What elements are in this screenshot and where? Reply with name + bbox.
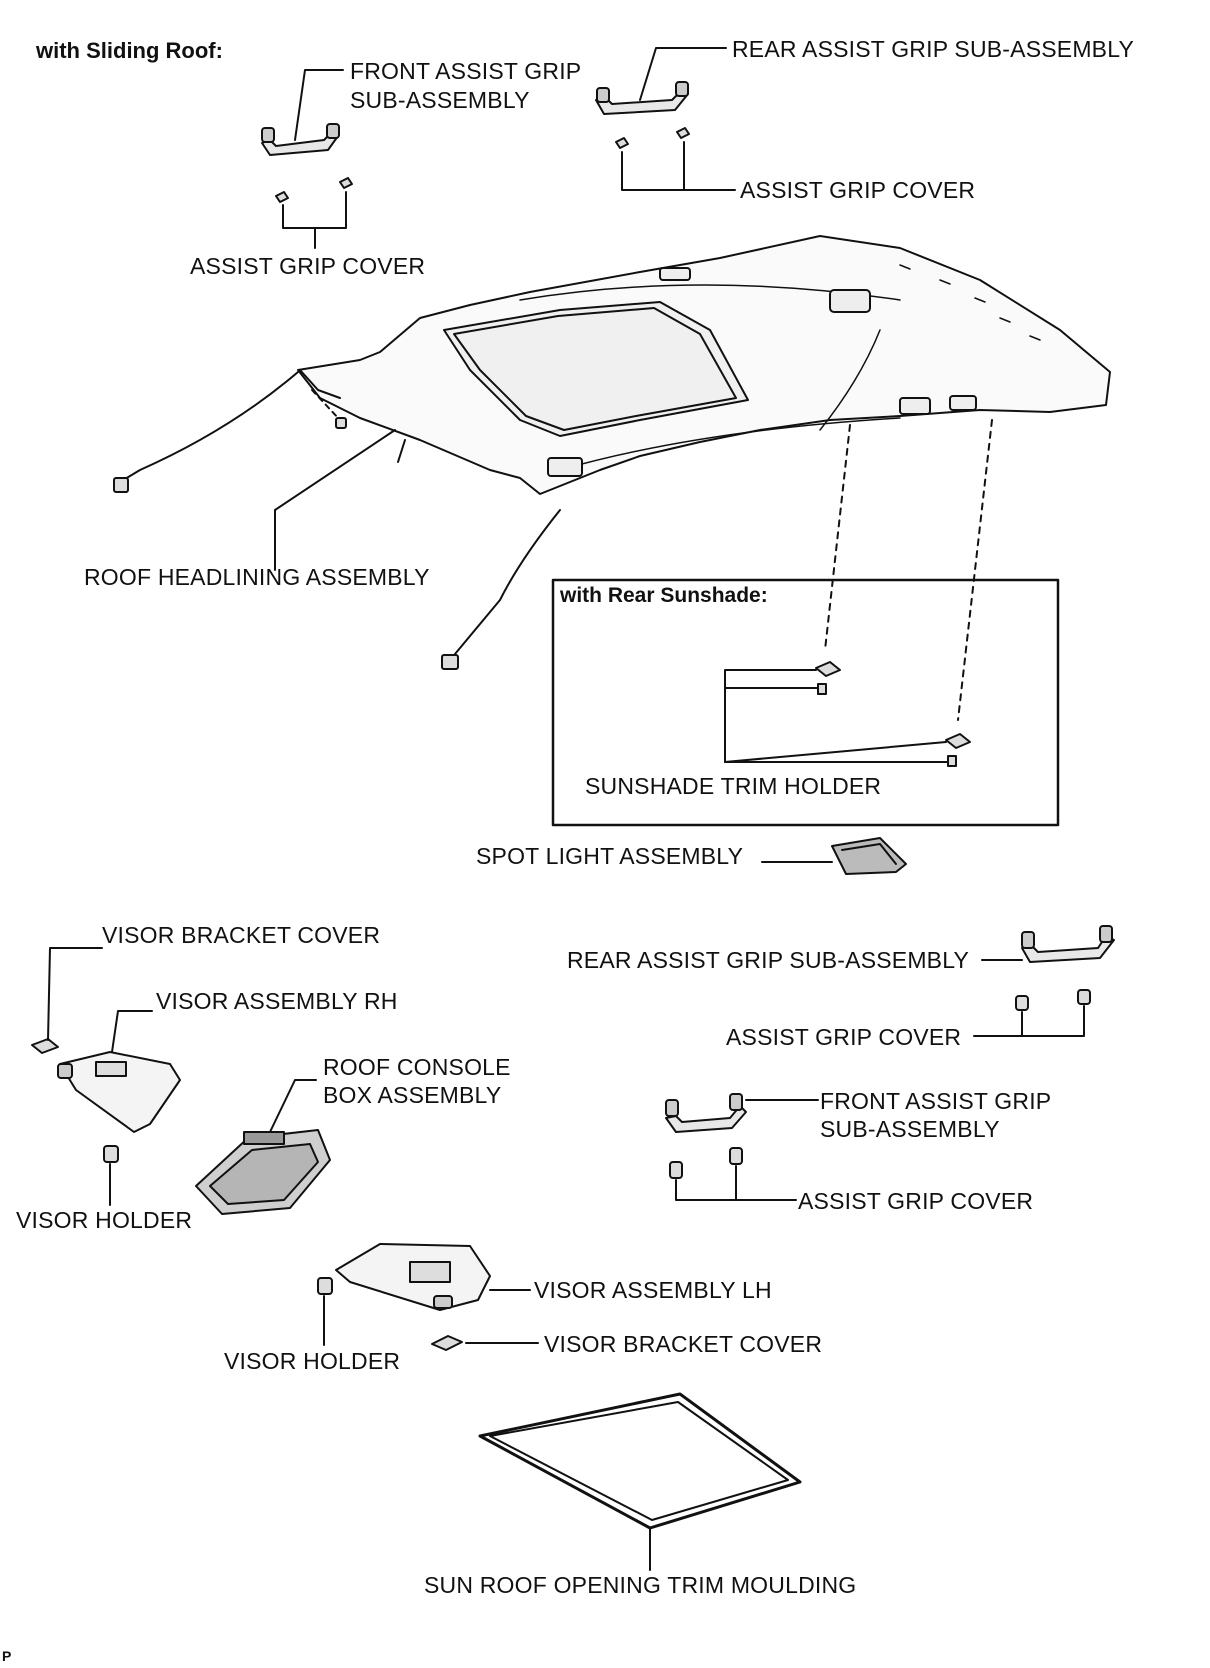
roof-headlining [297,235,1111,495]
label-front-grip-bottom-2: SUB-ASSEMBLY [820,1116,1000,1142]
label-grip-cover-top-left: ASSIST GRIP COVER [190,253,426,279]
label-grip-cover-top-right: ASSIST GRIP COVER [740,177,976,203]
spot-light [831,837,907,875]
leader-front-grip-top [294,69,344,141]
assist-grip-cover-top-left [275,177,353,203]
grip-cover-b2-a [669,1161,683,1179]
clip-left [335,417,347,429]
label-visor-bracket-cover-bottom: VISOR BRACKET COVER [544,1331,823,1357]
label-sunshade-trim-holder: SUNSHADE TRIM HOLDER [585,773,882,799]
assist-grip-cover-top-right [615,127,690,149]
label-front-grip-top-1: FRONT ASSIST GRIP [350,58,582,84]
rear-assist-grip-top [595,81,689,115]
corner-code: P [2,1648,12,1664]
rear-assist-grip-bottom [1021,925,1115,963]
clip-stem [397,439,406,463]
label-front-grip-bottom-1: FRONT ASSIST GRIP [820,1088,1052,1114]
harness-middle-connector [441,654,459,670]
grip-cover-b2-b [729,1147,743,1165]
label-spot-light: SPOT LIGHT ASSEMBLY [476,843,744,869]
leader-rear-grip-top [639,47,727,101]
label-visor-rh: VISOR ASSEMBLY RH [156,988,398,1014]
label-visor-bracket-cover-top: VISOR BRACKET COVER [102,922,381,948]
leader-roof-console [269,1079,317,1133]
sunshade-holder-2 [945,733,971,749]
leader-sunshade-1 [724,669,947,763]
label-grip-cover-bottom-1: ASSIST GRIP COVER [726,1024,962,1050]
visor-rh [57,1051,181,1133]
sunshade-holder-1 [815,661,841,677]
dash-sunshade-1 [824,424,851,651]
label-rear-grip-top: REAR ASSIST GRIP SUB-ASSEMBLY [732,36,1135,62]
visor-bracket-cover-bottom-icon [431,1335,463,1351]
sunroof-trim-moulding [478,1392,802,1530]
visor-holder-rh-icon [103,1145,119,1163]
dash-sunshade-2 [957,419,993,721]
leader-grip-cover-b1 [973,1005,1085,1037]
sunshade-clip-2 [947,755,957,767]
label-visor-lh: VISOR ASSEMBLY LH [534,1277,772,1303]
label-roof-console-2: BOX ASSEMBLY [323,1082,502,1108]
visor-lh [335,1243,491,1311]
clip-dash-left [311,389,341,421]
leader-visor-bracket-top [47,947,103,1041]
sunshade-clip-1 [817,683,827,695]
leader-visor-rh [111,1010,153,1053]
label-visor-holder-bottom: VISOR HOLDER [224,1348,401,1374]
harness-left-connector [113,477,129,493]
label-front-grip-top-2: SUB-ASSEMBLY [350,87,530,113]
label-roof-console-1: ROOF CONSOLE [323,1054,511,1080]
visor-bracket-cover-top-icon [31,1038,59,1054]
label-rear-grip-bottom: REAR ASSIST GRIP SUB-ASSEMBLY [567,947,970,973]
label-sunroof-trim: SUN ROOF OPENING TRIM MOULDING [424,1572,857,1598]
harness-left [119,371,299,483]
label-visor-holder-left: VISOR HOLDER [16,1207,193,1233]
grip-cover-b1-a [1015,995,1029,1011]
front-assist-grip-top [261,123,340,156]
label-grip-cover-bottom-2: ASSIST GRIP COVER [798,1188,1034,1214]
grip-cover-b1-b [1077,989,1091,1005]
harness-middle [449,509,561,661]
label-roof-headlining: ROOF HEADLINING ASSEMBLY [84,564,430,590]
rear-sunshade-box [551,578,1060,827]
leader-roof-headlining [274,429,396,571]
roof-console [195,1129,331,1215]
heading-rear-sunshade: with Rear Sunshade: [560,584,768,607]
visor-holder-lh-icon [317,1277,333,1295]
front-assist-grip-bottom [665,1093,747,1133]
leader-grip-cover-top-right [621,141,685,191]
heading-sliding-roof: with Sliding Roof: [36,38,223,63]
leader-grip-cover-top-left [282,191,347,229]
leader-grip-cover-b2 [675,1165,737,1201]
